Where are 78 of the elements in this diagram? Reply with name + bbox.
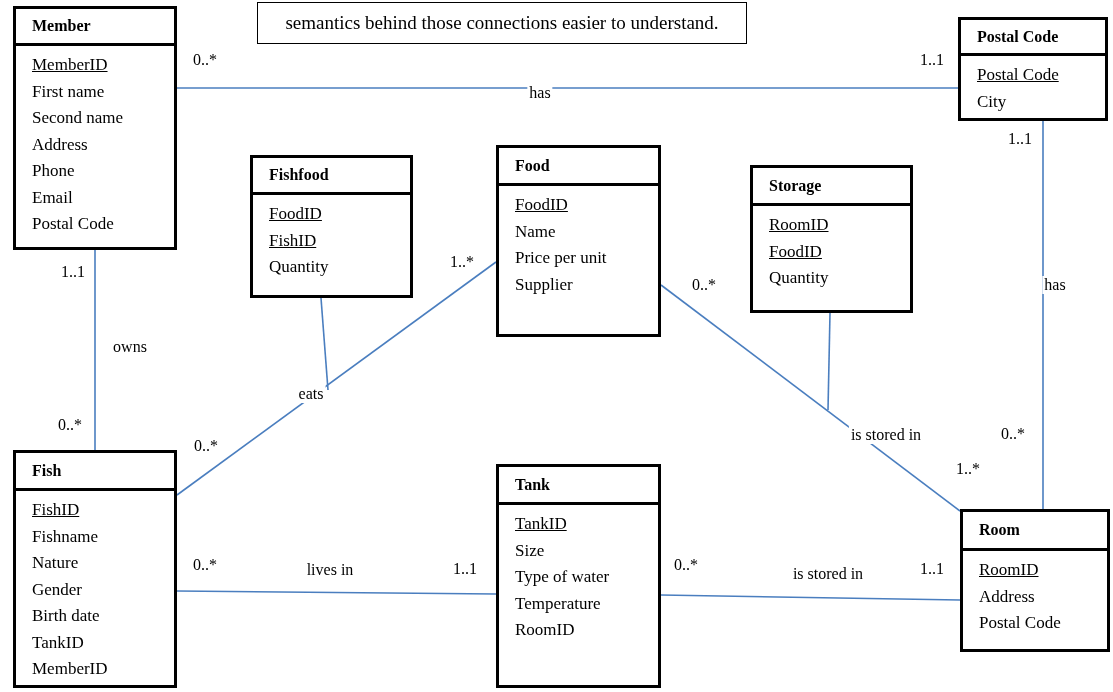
relationship-line	[176, 87, 959, 89]
relationship-line	[94, 249, 96, 451]
attribute: Name	[515, 220, 556, 243]
attribute: Phone	[32, 160, 75, 182]
attribute: Fishname	[32, 525, 99, 548]
multiplicity-label: 0..*	[674, 556, 698, 574]
attribute: Second name	[32, 107, 124, 129]
key-attribute: MemberID	[32, 54, 108, 76]
attribute: Postal Code	[32, 213, 114, 235]
relationship-line	[176, 261, 497, 496]
attribute: Size	[515, 539, 545, 562]
entity-name: Room	[979, 520, 1020, 540]
attribute: MemberID	[32, 658, 108, 680]
relationship-line	[660, 284, 961, 512]
relationship-line	[176, 590, 497, 595]
multiplicity-label: 0..*	[193, 51, 217, 69]
key-attribute: FoodID	[269, 203, 322, 225]
attribute: City	[977, 90, 1007, 113]
multiplicity-label: 1..1	[61, 263, 85, 281]
entity-table	[960, 509, 1110, 652]
note-text: semantics behind those connections easier to understand.	[285, 10, 719, 35]
key-attribute: FoodID	[769, 240, 822, 263]
attribute: Birth date	[32, 605, 100, 627]
multiplicity-label: 0..*	[692, 276, 716, 294]
multiplicity-label: 1..*	[450, 253, 474, 271]
multiplicity-label: 1..1	[920, 560, 944, 578]
entity-name: Tank	[515, 474, 550, 495]
attribute: Temperature	[515, 592, 601, 615]
attribute: Address	[979, 585, 1035, 608]
entity-table	[496, 464, 661, 688]
entity-name: Fishfood	[269, 165, 329, 185]
entity-table	[750, 165, 913, 313]
multiplicity-label: 1..1	[453, 560, 477, 578]
attribute: Type of water	[515, 566, 610, 588]
key-attribute: TankID	[515, 513, 567, 535]
multiplicity-label: 0..*	[194, 437, 218, 455]
attribute: TankID	[32, 631, 84, 654]
key-attribute: FishID	[32, 499, 80, 521]
multiplicity-label: 1..1	[1008, 130, 1032, 148]
edge-label: eats	[296, 385, 326, 403]
attribute: Quantity	[269, 256, 329, 278]
attribute: RoomID	[515, 619, 575, 641]
attribute: Gender	[32, 578, 83, 601]
attribute: First name	[32, 80, 105, 103]
key-attribute: RoomID	[769, 214, 829, 236]
attribute: Postal Code	[979, 612, 1061, 634]
entity-name: Member	[32, 16, 91, 36]
entity-name: Postal Code	[977, 26, 1059, 47]
multiplicity-label: 1..*	[956, 460, 980, 478]
entity-table	[13, 450, 177, 688]
key-attribute: Postal Code	[977, 64, 1059, 86]
relationship-line	[320, 297, 329, 391]
relationship-line	[660, 594, 961, 601]
key-attribute: FishID	[269, 229, 317, 252]
note-box	[257, 2, 747, 44]
attribute: Price per unit	[515, 247, 607, 269]
entity-name: Food	[515, 155, 550, 176]
multiplicity-label: 0..*	[1001, 425, 1025, 443]
attribute: Supplier	[515, 273, 573, 296]
entity-table	[496, 145, 661, 337]
entity-table	[958, 17, 1108, 121]
multiplicity-label: 0..*	[58, 416, 82, 434]
key-attribute: RoomID	[979, 559, 1039, 581]
entity-table	[250, 155, 413, 298]
entity-name: Storage	[769, 175, 822, 197]
relationship-line	[827, 312, 831, 411]
attribute: Quantity	[769, 267, 829, 289]
multiplicity-label: 1..1	[920, 51, 944, 69]
multiplicity-label: 0..*	[193, 556, 217, 574]
edge-label: is stored in	[848, 426, 924, 444]
entity-name: Fish	[32, 460, 62, 481]
key-attribute: FoodID	[515, 194, 568, 216]
attribute: Nature	[32, 552, 79, 574]
attribute: Address	[32, 133, 88, 156]
relationship-line	[1042, 120, 1044, 510]
attribute: Email	[32, 186, 73, 209]
entity-table	[13, 6, 177, 250]
edge-label: has	[1042, 276, 1068, 294]
